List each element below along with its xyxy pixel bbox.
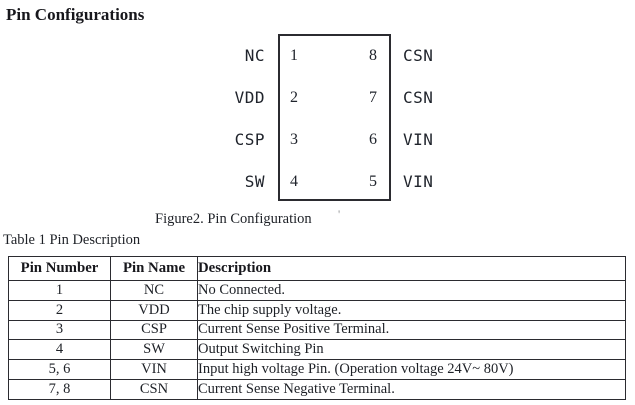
description-cell: The chip supply voltage. — [197, 299, 626, 321]
pin-name-cell: NC — [110, 280, 198, 301]
pin-number-cell: 4 — [8, 339, 111, 361]
pin-number-4: 4 — [290, 172, 298, 190]
pin-number-1: 1 — [290, 46, 298, 64]
pin-number-6: 6 — [369, 130, 377, 148]
pin-name-cell: VDD — [110, 299, 198, 321]
pin-label-sw: SW — [244, 171, 265, 191]
pin-number-cell: 5, 6 — [8, 359, 111, 380]
pin-name-cell: VIN — [110, 359, 198, 380]
figure-caption-stray-mark: ' — [338, 207, 341, 221]
pin-number-3: 3 — [290, 130, 298, 148]
description-cell: No Connected. — [197, 280, 626, 301]
pin-label-vdd: VDD — [234, 87, 265, 107]
column-header-pin-name: Pin Name — [110, 256, 198, 281]
pin-number-5: 5 — [369, 172, 377, 190]
pin-number-2: 2 — [290, 88, 298, 106]
pin-label-nc: NC — [244, 45, 265, 65]
pin-number-8: 8 — [369, 46, 377, 64]
column-header-pin-number: Pin Number — [8, 256, 111, 281]
table-caption: Table 1 Pin Description — [3, 232, 141, 248]
pin-name-cell: SW — [110, 339, 198, 361]
column-header-description: Description — [197, 256, 626, 281]
description-cell: Current Sense Negative Terminal. — [197, 378, 626, 400]
pin-label-csn: CSN — [403, 87, 434, 107]
pin-label-vin: VIN — [403, 129, 434, 149]
pin-label-csp: CSP — [234, 129, 265, 149]
pin-name-cell: CSN — [110, 378, 198, 400]
description-cell: Output Switching Pin — [197, 339, 626, 361]
pin-label-csn: CSN — [403, 45, 434, 65]
pin-number-cell: 1 — [8, 280, 111, 301]
pin-number-cell: 7, 8 — [8, 378, 111, 400]
chip-outline — [278, 34, 391, 201]
figure-caption: Figure2. Pin Configuration — [155, 211, 312, 227]
pin-number-cell: 3 — [8, 319, 111, 341]
pin-label-vin: VIN — [403, 171, 434, 191]
description-cell: Input high voltage Pin. (Operation volta… — [197, 359, 626, 380]
description-cell: Current Sense Positive Terminal. — [197, 319, 626, 341]
pin-number-cell: 2 — [8, 299, 111, 321]
page-title: Pin Configurations — [6, 5, 145, 24]
pin-name-cell: CSP — [110, 319, 198, 341]
pin-number-7: 7 — [369, 88, 377, 106]
